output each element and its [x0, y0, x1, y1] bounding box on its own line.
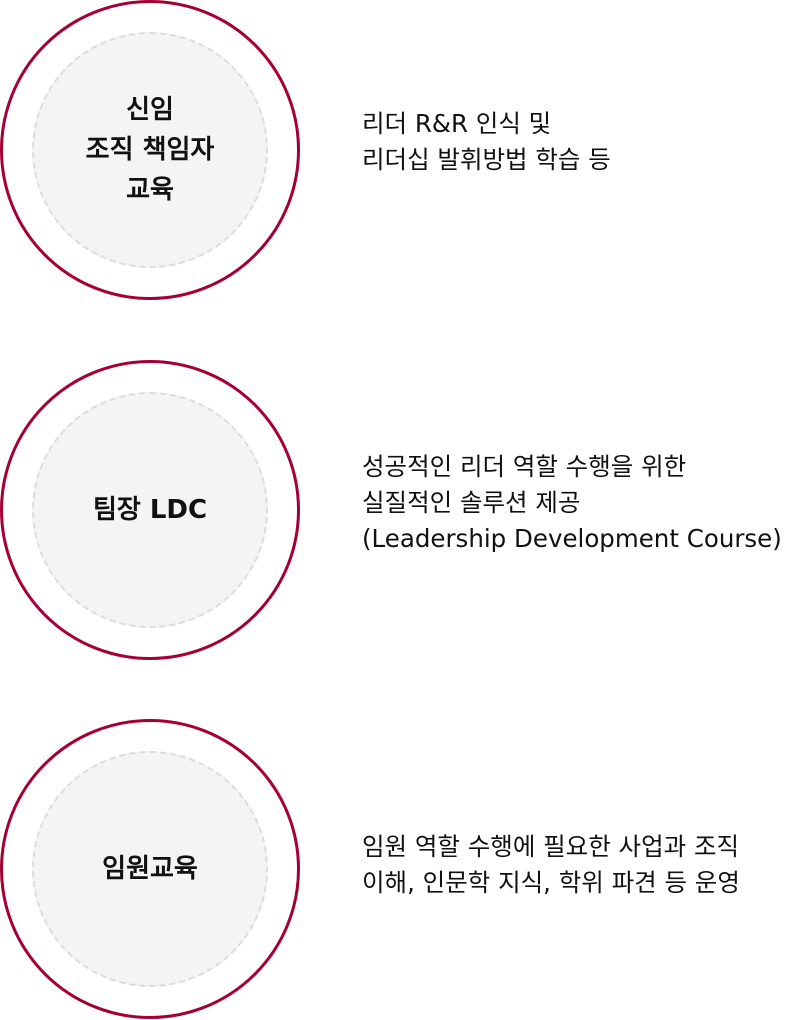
program-description-line: 이해, 인문학 지식, 학위 파견 등 운영 — [362, 868, 740, 897]
program-description-line: 임원 역할 수행에 필요한 사업과 조직 — [362, 832, 740, 861]
program-description: 성공적인 리더 역할 수행을 위한 실질적인 솔루션 제공 (Leadershi… — [362, 449, 810, 557]
program-description-line: 성공적인 리더 역할 수행을 위한 — [362, 452, 687, 481]
program-description: 리더 R&R 인식 및 리더십 발휘방법 학습 등 — [362, 106, 810, 178]
program-item-team-leader-ldc: 팀장 LDC 성공적인 리더 역할 수행을 위한 실질적인 솔루션 제공 (Le… — [0, 360, 810, 660]
program-title-line: 교육 — [126, 175, 174, 205]
program-description: 임원 역할 수행에 필요한 사업과 조직 이해, 인문학 지식, 학위 파견 등… — [362, 829, 810, 901]
program-badge-inner-circle: 신임 조직 책임자 교육 — [32, 32, 268, 268]
program-title-line: 조직 책임자 — [85, 135, 215, 165]
program-description-line: (Leadership Development Course) — [362, 524, 782, 553]
program-badge-outer-ring: 팀장 LDC — [0, 360, 300, 660]
program-item-executive-education: 임원교육 임원 역할 수행에 필요한 사업과 조직 이해, 인문학 지식, 학위… — [0, 719, 810, 1019]
program-description-line: 리더십 발휘방법 학습 등 — [362, 145, 611, 174]
program-badge-outer-ring: 임원교육 — [0, 719, 300, 1019]
program-title-line: 팀장 LDC — [92, 495, 208, 525]
program-title-line: 임원교육 — [102, 854, 198, 884]
program-description-line: 리더 R&R 인식 및 — [362, 109, 552, 138]
program-description-line: 실질적인 솔루션 제공 — [362, 488, 581, 517]
program-badge-outer-ring: 신임 조직 책임자 교육 — [0, 0, 300, 300]
program-item-new-leader: 신임 조직 책임자 교육 리더 R&R 인식 및 리더십 발휘방법 학습 등 — [0, 0, 810, 300]
program-badge-inner-circle: 임원교육 — [32, 751, 268, 987]
program-badge-inner-circle: 팀장 LDC — [32, 392, 268, 628]
program-title-line: 신임 — [126, 95, 174, 125]
